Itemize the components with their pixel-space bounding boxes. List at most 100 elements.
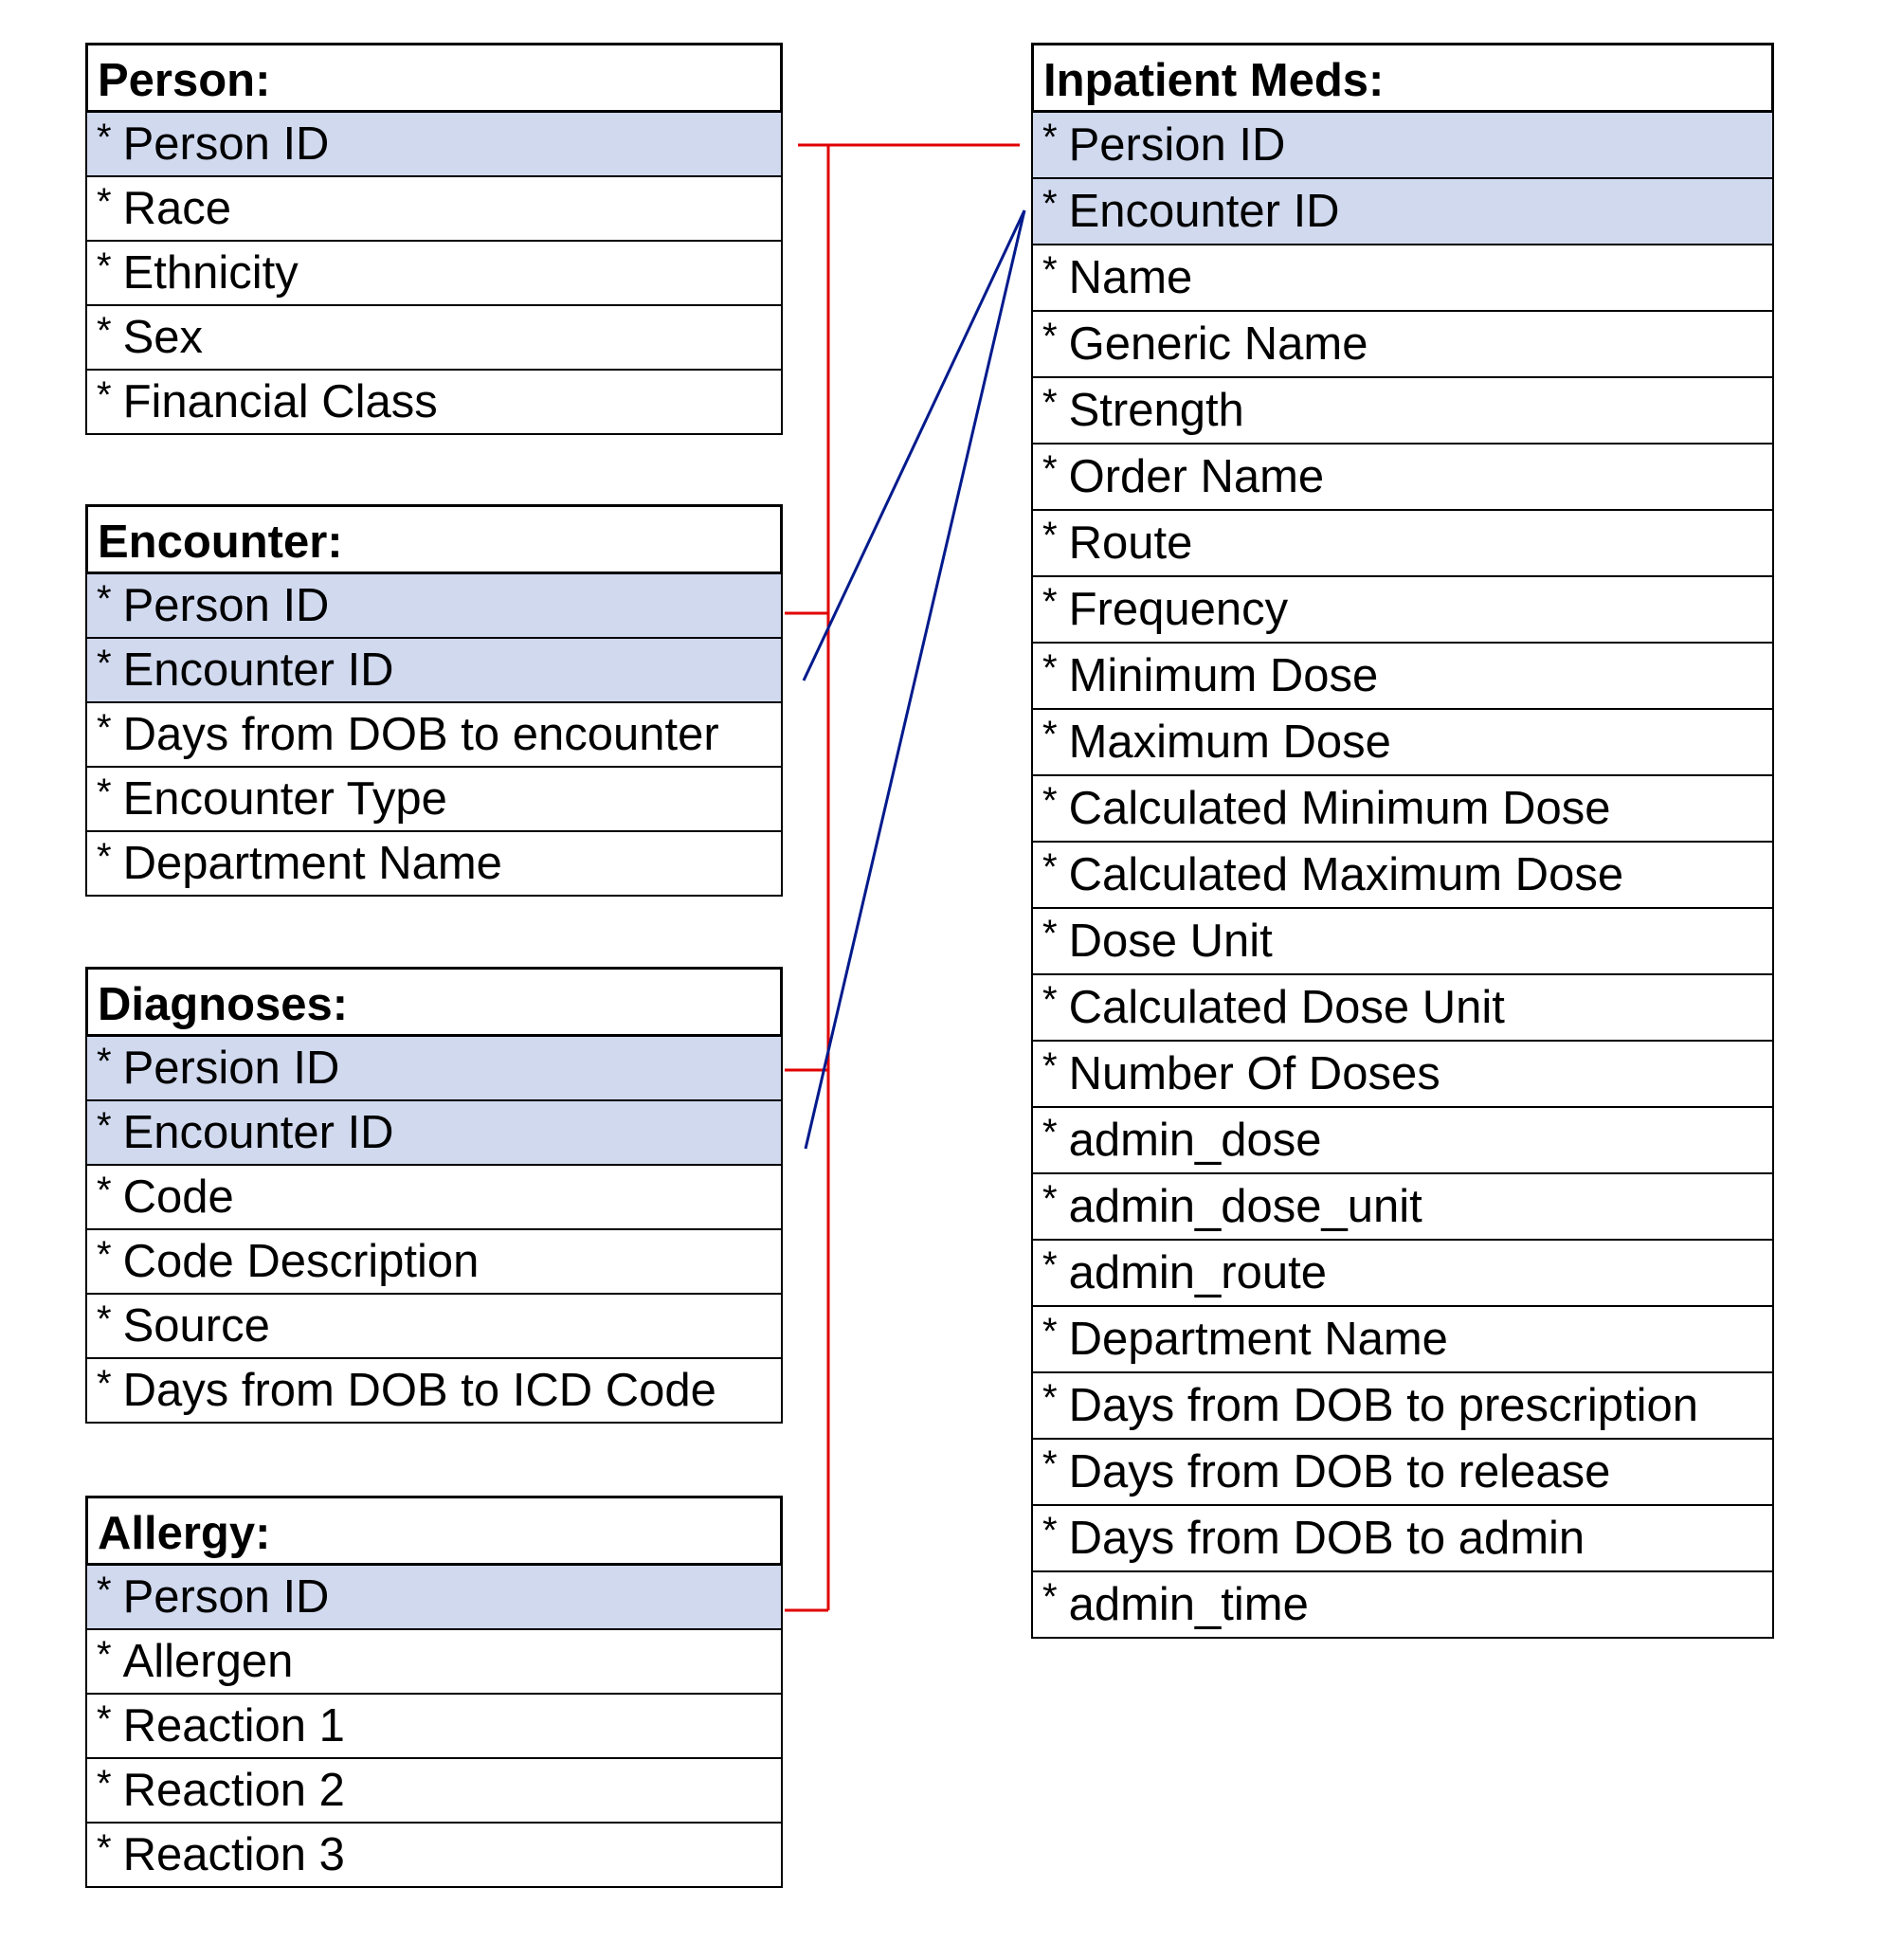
field-marker: * [97, 245, 112, 287]
field-marker: * [1042, 780, 1058, 822]
diagnoses-field-row: *Source [87, 1293, 781, 1357]
allergy-field-row: *Person ID [87, 1566, 781, 1628]
meds-field-row: *Frequency [1033, 575, 1772, 642]
field-marker: * [1042, 714, 1058, 755]
field-marker: * [1042, 1178, 1058, 1220]
meds-field-row: *Calculated Minimum Dose [1033, 774, 1772, 841]
field-label: Calculated Minimum Dose [1068, 783, 1611, 834]
person-field-row: *Sex [87, 304, 781, 369]
field-label: Days from DOB to release [1068, 1446, 1611, 1497]
encounter-id-link-diagnoses [804, 209, 1026, 1150]
field-label: Person ID [122, 580, 330, 631]
field-marker: * [1042, 846, 1058, 888]
diagnoses-entity: Diagnoses: *Persion ID*Encounter ID*Code… [85, 967, 783, 1424]
allergy-field-row: *Allergen [87, 1628, 781, 1693]
allergy-field-row: *Reaction 2 [87, 1757, 781, 1822]
field-label: Encounter ID [1068, 186, 1340, 237]
meds-field-row: *Number Of Doses [1033, 1040, 1772, 1106]
field-marker: * [1042, 1244, 1058, 1286]
field-marker: * [1042, 1112, 1058, 1153]
field-label: Sex [122, 312, 204, 363]
field-marker: * [97, 1363, 112, 1405]
field-label: Encounter ID [122, 1107, 394, 1158]
meds-field-row: *admin_time [1033, 1570, 1772, 1637]
field-label: Reaction 1 [122, 1700, 345, 1751]
diagnoses-field-row: *Days from DOB to ICD Code [87, 1357, 781, 1422]
allergy-entity: Allergy: *Person ID*Allergen*Reaction 1*… [85, 1496, 783, 1888]
diagnoses-field-row: *Code [87, 1164, 781, 1228]
encounter-field-row: *Department Name [87, 830, 781, 895]
inpatient-meds-entity: Inpatient Meds: *Persion ID*Encounter ID… [1031, 43, 1774, 1639]
field-marker: * [1042, 1045, 1058, 1087]
meds-field-row: *Name [1033, 244, 1772, 310]
allergy-field-row: *Reaction 3 [87, 1822, 781, 1886]
field-label: Race [122, 183, 231, 234]
field-label: Persion ID [122, 1043, 340, 1094]
meds-field-row: *Maximum Dose [1033, 708, 1772, 774]
field-marker: * [1042, 382, 1058, 424]
field-label: Person ID [122, 1571, 330, 1623]
field-label: Days from DOB to encounter [122, 709, 719, 760]
meds-field-row: *Calculated Dose Unit [1033, 973, 1772, 1040]
field-label: Number Of Doses [1068, 1048, 1440, 1099]
field-label: admin_dose_unit [1068, 1181, 1422, 1232]
diagnoses-field-row: *Persion ID [87, 1037, 781, 1099]
meds-field-row: *Route [1033, 509, 1772, 575]
field-marker: * [1042, 448, 1058, 490]
field-marker: * [97, 1570, 112, 1611]
field-label: Strength [1068, 385, 1244, 436]
field-marker: * [97, 310, 112, 352]
field-label: Maximum Dose [1068, 717, 1391, 768]
field-label: admin_route [1068, 1247, 1327, 1298]
person-field-row: *Financial Class [87, 369, 781, 433]
field-label: Persion ID [1068, 119, 1286, 171]
person-entity: Person: *Person ID*Race*Ethnicity*Sex*Fi… [85, 43, 783, 435]
encounter-id-links [802, 209, 1026, 1150]
field-marker: * [97, 707, 112, 749]
encounter-id-link-encounter [802, 209, 1026, 681]
field-marker: * [97, 1041, 112, 1082]
field-label: admin_time [1068, 1579, 1309, 1630]
person-field-row: *Race [87, 175, 781, 240]
field-marker: * [1042, 1443, 1058, 1485]
field-marker: * [1042, 1510, 1058, 1552]
field-label: Code Description [122, 1236, 480, 1287]
field-label: Order Name [1068, 451, 1325, 502]
meds-field-row: *Generic Name [1033, 310, 1772, 376]
field-label: Department Name [1068, 1314, 1448, 1365]
field-label: Reaction 3 [122, 1829, 345, 1880]
field-label: Calculated Maximum Dose [1068, 849, 1624, 900]
encounter-field-row: *Encounter Type [87, 766, 781, 830]
field-marker: * [97, 771, 112, 813]
field-marker: * [1042, 183, 1058, 225]
encounter-field-row: *Person ID [87, 574, 781, 637]
inpatient-meds-title: Inpatient Meds: [1031, 43, 1774, 113]
field-marker: * [97, 1298, 112, 1340]
field-marker: * [1042, 117, 1058, 158]
field-label: Frequency [1068, 584, 1289, 635]
field-marker: * [1042, 979, 1058, 1021]
allergy-title: Allergy: [85, 1496, 783, 1566]
field-marker: * [97, 1105, 112, 1147]
field-label: Reaction 2 [122, 1765, 345, 1816]
meds-field-row: *Calculated Maximum Dose [1033, 841, 1772, 907]
field-marker: * [1042, 1311, 1058, 1352]
field-label: Ethnicity [122, 247, 299, 299]
field-marker: * [97, 181, 112, 223]
meds-field-row: *admin_dose [1033, 1106, 1772, 1172]
field-marker: * [97, 1170, 112, 1211]
field-marker: * [97, 1234, 112, 1276]
field-label: Route [1068, 517, 1193, 569]
field-marker: * [1042, 647, 1058, 689]
meds-field-row: *admin_route [1033, 1239, 1772, 1305]
meds-field-row: *admin_dose_unit [1033, 1172, 1772, 1239]
field-label: Dose Unit [1068, 916, 1273, 967]
field-marker: * [97, 117, 112, 158]
meds-field-row: *Dose Unit [1033, 907, 1772, 973]
field-label: Department Name [122, 838, 502, 889]
meds-field-row: *Strength [1033, 376, 1772, 443]
person-title: Person: [85, 43, 783, 113]
field-marker: * [1042, 249, 1058, 291]
field-marker: * [97, 1827, 112, 1869]
meds-field-row: *Days from DOB to admin [1033, 1504, 1772, 1570]
